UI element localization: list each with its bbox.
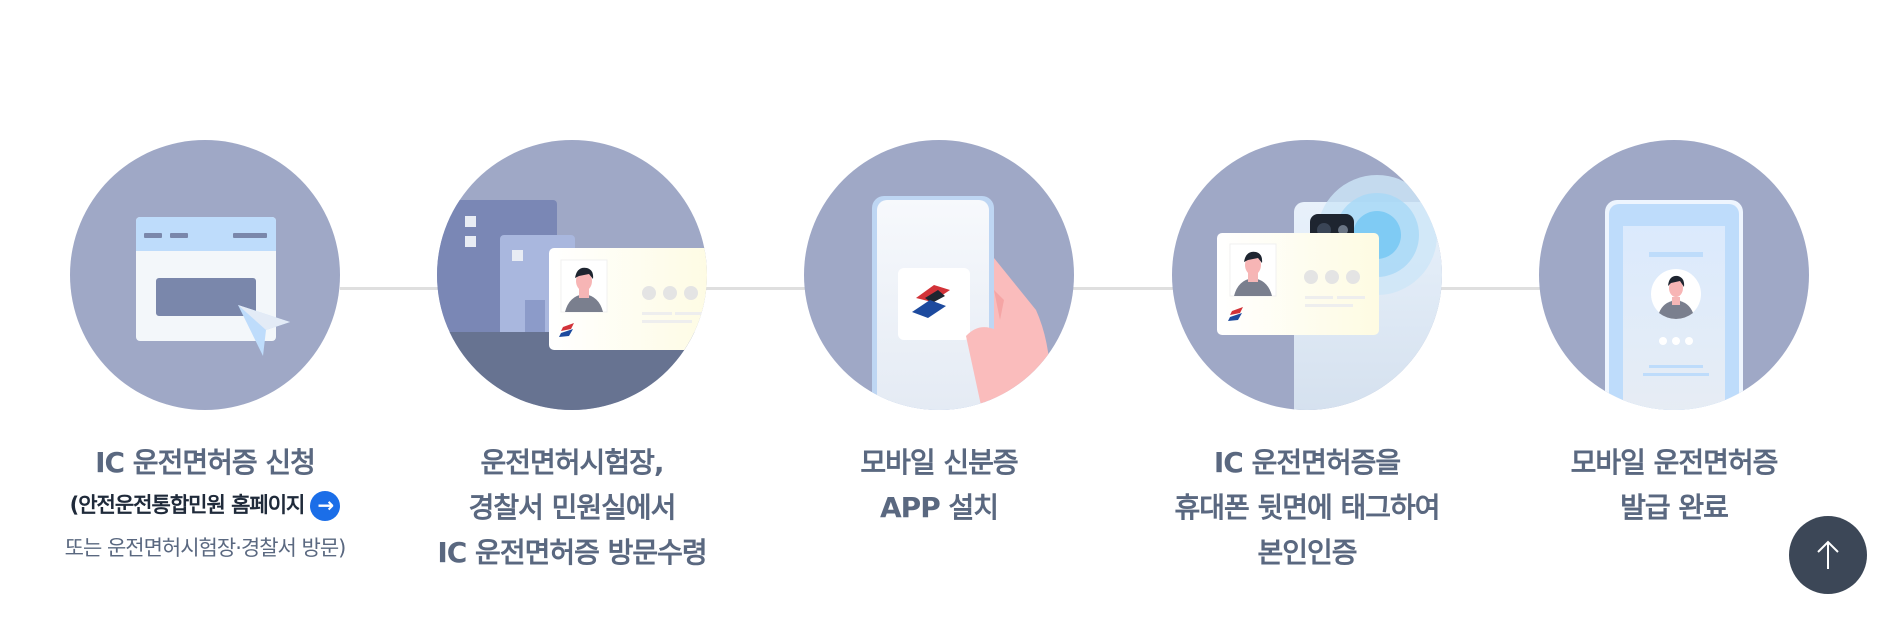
- step-5-caption: 모바일 운전면허증 발급 완료: [1479, 440, 1869, 530]
- step-1-apply: IC 운전면허증 신청 (안전운전통합민원 홈페이지→ 또는 운전면허시험장·경…: [65, 140, 346, 560]
- arrow-up-icon: [1817, 540, 1839, 569]
- step-5-line-1: 모바일 운전면허증: [1570, 446, 1779, 479]
- homepage-link-label: (안전운전통합민원 홈페이지: [69, 493, 306, 517]
- step-5-complete: 모바일 운전면허증 발급 완료: [1539, 140, 1809, 524]
- step-4-verify: IC 운전면허증을 휴대폰 뒷면에 태그하여 본인인증: [1172, 140, 1442, 569]
- arrow-right-circle-icon[interactable]: →: [310, 491, 341, 521]
- step-4-line-3: 본인인증: [1257, 536, 1357, 569]
- card-tag-illustration: [1172, 140, 1442, 410]
- step-2-line-1: 운전면허시험장,: [480, 446, 665, 479]
- step-5-line-2: 발급 완료: [1620, 491, 1729, 524]
- step-4-caption: IC 운전면허증을 휴대폰 뒷면에 태그하여 본인인증: [1112, 440, 1502, 575]
- step-3-line-1: 모바일 신분증: [860, 446, 1018, 479]
- step-3-line-2: APP 설치: [880, 491, 999, 524]
- step-4-line-2: 휴대폰 뒷면에 태그하여: [1174, 491, 1440, 524]
- step-connector: [340, 287, 438, 290]
- phone-app-illustration: [804, 140, 1074, 410]
- step-2-receive: 운전면허시험장, 경찰서 민원실에서 IC 운전면허증 방문수령: [437, 140, 708, 569]
- step-4-line-1: IC 운전면허증을: [1213, 446, 1401, 479]
- step-connector: [1441, 287, 1540, 290]
- step-3-caption: 모바일 신분증 APP 설치: [744, 440, 1134, 530]
- step-2-caption: 운전면허시험장, 경찰서 민원실에서 IC 운전면허증 방문수령: [377, 440, 767, 575]
- step-3-install-app: 모바일 신분증 APP 설치: [804, 140, 1074, 524]
- step-1-note: 또는 운전면허시험장·경찰서 방문): [64, 536, 347, 560]
- scroll-to-top-button[interactable]: [1789, 516, 1867, 594]
- step-1-title: IC 운전면허증 신청: [95, 446, 316, 479]
- step-connector: [706, 287, 805, 290]
- step-1-caption: IC 운전면허증 신청 (안전운전통합민원 홈페이지→ 또는 운전면허시험장·경…: [10, 440, 400, 571]
- mobile-license-illustration: [1539, 140, 1809, 410]
- browser-window-illustration: [70, 140, 340, 410]
- step-2-line-2: 경찰서 민원실에서: [468, 491, 677, 524]
- homepage-link[interactable]: (안전운전통합민원 홈페이지→: [10, 485, 400, 525]
- step-connector: [1073, 287, 1173, 290]
- step-2-line-3: IC 운전면허증 방문수령: [437, 536, 707, 569]
- police-building-illustration: [437, 140, 707, 410]
